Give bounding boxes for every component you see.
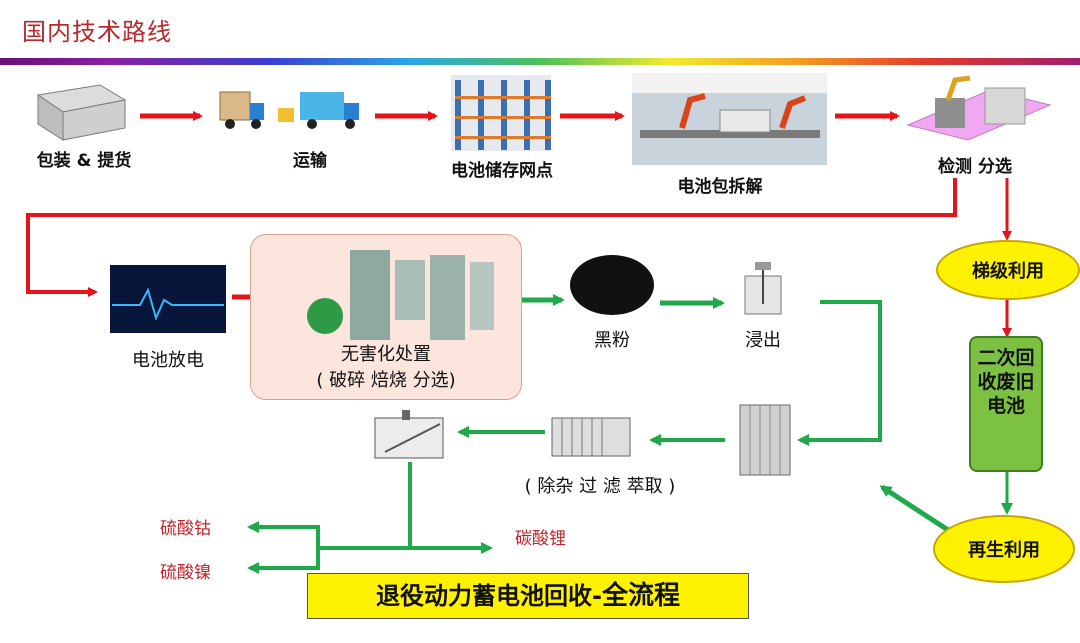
step-leaching-label: 浸出 <box>745 330 781 351</box>
green-arrow-back <box>879 484 950 533</box>
step-disassembly-label: 电池包拆解 <box>677 177 763 197</box>
step-transport-label: 运输 <box>293 151 327 171</box>
step-inspection-label: 检测 分选 <box>938 157 1012 177</box>
cascade-use-oval: 梯级利用 <box>936 240 1080 300</box>
process-banner: 退役动力蓄电池回收-全流程 <box>307 573 749 619</box>
harmless-subtitle: ( 破碎 焙烧 分选) <box>316 370 456 391</box>
step-purification-label: ( 除杂 过 滤 萃取 ) <box>524 476 676 497</box>
harmless-title: 无害化处置 <box>341 344 431 365</box>
page-title: 国内技术路线 <box>22 18 172 46</box>
step-discharge-label: 电池放电 <box>132 350 204 371</box>
red-loop-line <box>26 178 957 297</box>
banner-main-text: 退役动力蓄电池回收- <box>376 582 602 610</box>
green-nickel-line <box>247 548 320 574</box>
product-lithium-carbonate: 碳酸锂 <box>515 529 566 549</box>
banner-emphasis-text: 全流程 <box>601 581 680 611</box>
green-arrow-3 <box>797 300 882 446</box>
step-packaging-label: 包装 & 提货 <box>36 151 132 171</box>
rainbow-divider <box>0 58 1080 65</box>
secondary-recycle-box: 二次回收废旧电池 <box>969 336 1043 472</box>
product-cobalt-sulfate: 硫酸钴 <box>160 519 211 539</box>
green-cobalt-line <box>247 521 410 550</box>
product-nickel-sulfate: 硫酸镍 <box>160 563 211 583</box>
regeneration-oval: 再生利用 <box>933 515 1075 583</box>
step-storage-label: 电池储存网点 <box>451 161 553 181</box>
step-black-powder-label: 黑粉 <box>594 330 630 351</box>
